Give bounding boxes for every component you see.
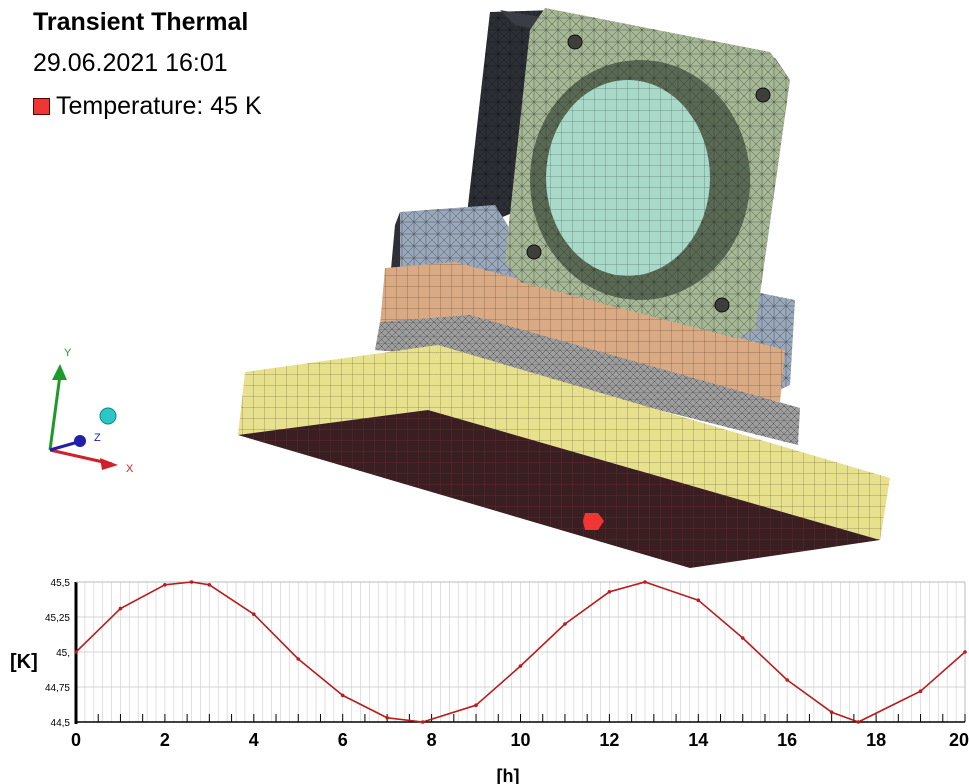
y-tick-label: 45,5 — [51, 578, 71, 589]
gasket-layer[interactable] — [375, 315, 800, 445]
x-tick-label: 18 — [866, 730, 886, 750]
x-tick-label: 14 — [688, 730, 708, 750]
data-point — [856, 720, 861, 724]
data-point — [518, 664, 523, 668]
x-axis-arrow — [100, 458, 118, 470]
screw-hole — [567, 34, 583, 50]
x-tick-label: 20 — [949, 730, 969, 750]
data-point — [207, 583, 212, 587]
x-tick-label: 16 — [777, 730, 797, 750]
base-plate[interactable] — [238, 345, 890, 568]
data-point — [963, 650, 967, 654]
screw-hole — [714, 297, 730, 313]
timestamp: 29.06.2021 16:01 — [33, 49, 228, 77]
x-axis-label: X — [126, 463, 134, 475]
x-tick-label: 12 — [599, 730, 619, 750]
analysis-title: Transient Thermal — [33, 8, 249, 36]
chart-frame — [74, 581, 966, 724]
x-tick-label: 0 — [71, 730, 81, 750]
data-point — [607, 590, 612, 594]
series-line — [75, 581, 966, 723]
screw-hole — [526, 244, 542, 260]
x-tick-label: 4 — [249, 730, 259, 750]
data-point — [563, 622, 567, 626]
y-tick-label: 44,75 — [45, 683, 70, 694]
coordinate-triad: Y X Z — [48, 347, 134, 475]
data-point — [296, 657, 301, 661]
data-point — [189, 580, 194, 584]
y-axis-title: [K] — [10, 651, 38, 673]
data-point — [420, 720, 425, 724]
x-tick-label: 8 — [427, 730, 437, 750]
probe-legend: Temperature: 45 K — [33, 92, 262, 121]
temperature-series — [74, 580, 967, 724]
x-tick-label: 10 — [510, 730, 530, 750]
data-point — [74, 650, 78, 654]
flange-plate[interactable] — [505, 8, 790, 338]
triad-sphere — [99, 407, 117, 425]
y-tick-label: 45, — [56, 648, 70, 659]
data-point — [785, 678, 789, 682]
z-axis-label: Z — [94, 432, 101, 444]
data-point — [829, 710, 834, 714]
data-point — [474, 703, 478, 707]
chart-grid — [75, 581, 966, 723]
data-point — [118, 606, 123, 611]
data-point — [252, 612, 256, 616]
data-point — [385, 716, 389, 720]
copper-layer[interactable] — [380, 262, 785, 402]
x-tick-label: 2 — [160, 730, 170, 750]
temperature-probe-marker[interactable] — [583, 513, 604, 530]
data-point — [740, 636, 745, 640]
y-tick-label: 45,25 — [45, 613, 70, 624]
data-point — [696, 598, 701, 602]
y-axis-arrow — [52, 364, 67, 380]
model-viewport[interactable]: Y X Z — [0, 0, 969, 570]
y-tick-label: 44,5 — [51, 718, 71, 729]
data-point — [340, 693, 345, 698]
data-point — [163, 583, 167, 587]
probe-legend-swatch — [33, 98, 50, 115]
x-tick-label: 6 — [338, 730, 348, 750]
data-point — [643, 580, 647, 584]
data-point — [918, 689, 923, 693]
screw-hole — [755, 87, 771, 103]
y-tick-labels: 45,5 45,25 45, 44,75 44,5 — [45, 578, 70, 729]
x-axis-title: [h] — [497, 766, 520, 784]
probe-legend-label: Temperature: 45 K — [56, 92, 262, 120]
z-axis-arrow — [74, 435, 86, 447]
x-tick-labels: 0 2 4 6 8 10 12 14 16 18 20 — [71, 730, 969, 750]
y-axis-label: Y — [64, 347, 72, 359]
